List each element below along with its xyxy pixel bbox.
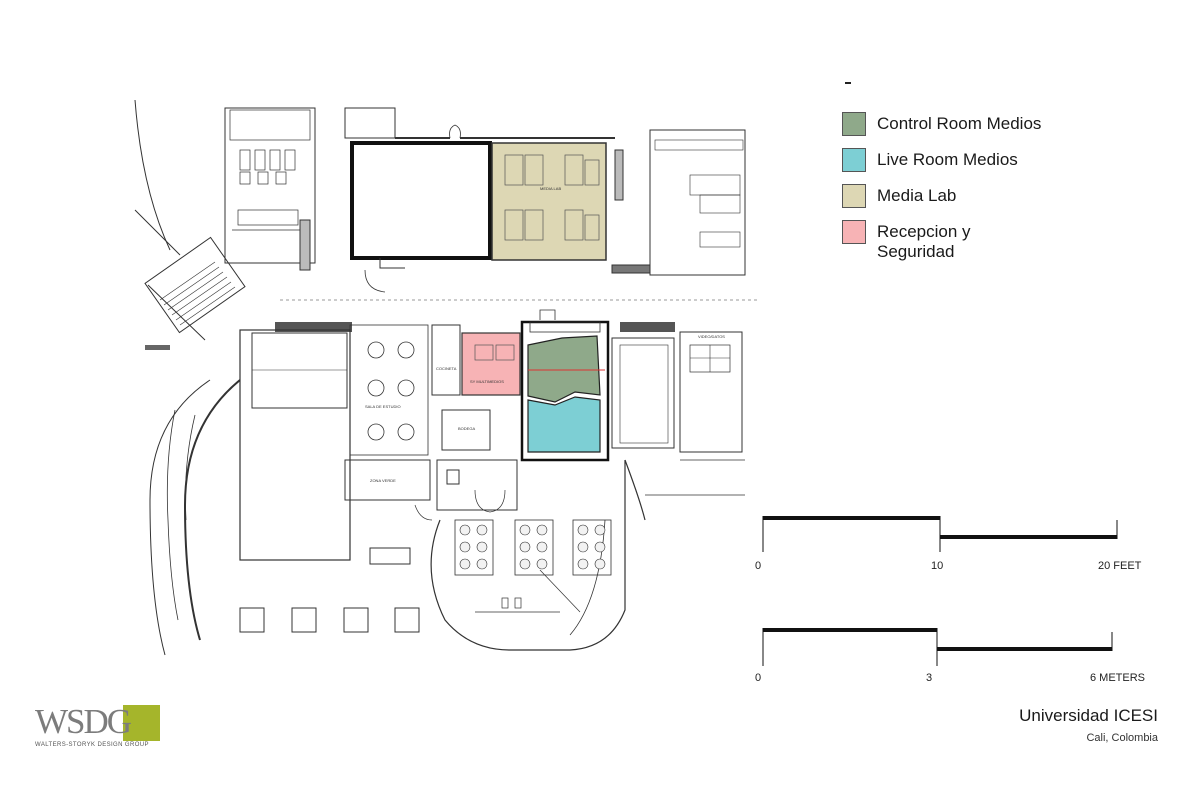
label-video: VIDEO/DATOS [698,334,725,339]
legend-swatch [842,148,866,172]
brand-subtitle: WALTERS-STORYK DESIGN GROUP [35,742,149,748]
scale-feet-tick-20: 20 FEET [1098,560,1142,572]
facade-curve-outer [134,99,171,251]
scale-meters-tick-0: 0 [755,672,762,684]
column [239,607,265,633]
restroom-block [224,107,316,264]
project-block: Universidad ICESI Cali, Colombia [1019,706,1158,744]
scale-meters-tick-6: 6 METERS [1090,672,1146,684]
legend-label: Media Lab [877,186,957,205]
room-large-empty [350,141,492,260]
legend-marker: - [845,82,851,84]
office-block [611,129,746,276]
label-media-lab: MEDIA LAB [540,186,561,191]
legend: - Control Room Medios Live Room Medios M… [842,82,1142,274]
scale-meters-tick-3: 3 [926,672,933,684]
legend-item-control-room: Control Room Medios [842,112,1142,136]
scale-feet-tick-0: 0 [755,560,762,572]
mechanical-court [430,459,745,651]
room-live [527,396,601,453]
room-media-lab: MEDIA LAB [491,142,607,261]
facade-curve-lower [149,379,211,656]
legend-label: Control Room Medios [877,114,1042,133]
scale-feet-tick-10: 10 [931,560,944,572]
brand-color-block [123,705,160,741]
room-aseo [344,107,396,139]
legend-swatch [842,220,866,244]
label-multimedios: SY MULTIMEDIOS [470,379,504,384]
room-recepcion: SY MULTIMEDIOS [461,332,521,396]
column [394,607,420,633]
stairs [144,236,246,334]
brand-logo: WSDG WALTERS-STORYK DESIGN GROUP [35,702,160,748]
label-zona-verde: ZONA VERDE [370,478,396,483]
scale-bar-feet [762,516,1118,552]
room-control [527,335,605,403]
project-title: Universidad ICESI [1019,706,1158,725]
project-location: Cali, Colombia [1086,732,1158,744]
legend-item-media-lab: Media Lab [842,184,1142,208]
legend-item-recepcion: Recepcion y Seguridad [842,220,1142,262]
brand-name: WSDG [35,702,132,741]
label-bodega: BODEGA [458,426,475,431]
legend-swatch [842,112,866,136]
legend-swatch [842,184,866,208]
label-sala: SALA DE ESTUDIO [365,404,401,409]
room-sala: SALA DE ESTUDIO [349,324,429,456]
legend-label: Recepcion y Seguridad [877,222,971,261]
column [291,607,317,633]
legend-item-live-room: Live Room Medios [842,148,1142,172]
facade-curve-inner [183,379,241,641]
label-cocineta: COCINETA [436,366,457,371]
legend-label: Live Room Medios [877,150,1018,169]
room-bodega [441,409,491,451]
column [343,607,369,633]
room-cocineta [431,324,461,396]
scale-bar-meters [762,628,1113,666]
